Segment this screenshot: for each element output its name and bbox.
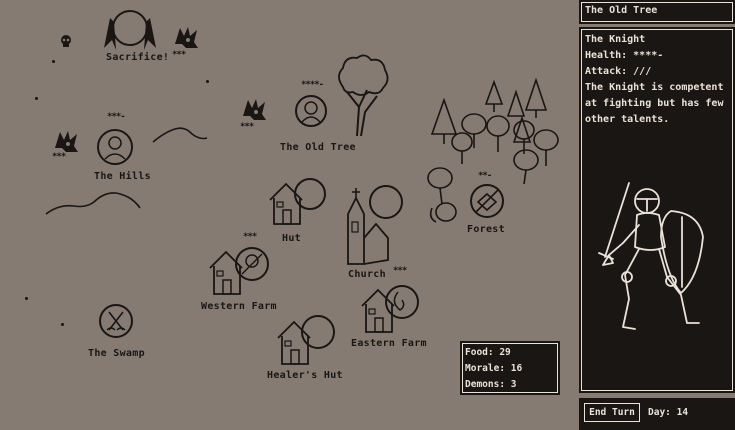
location-label-hills[interactable]: The Hills xyxy=(94,171,151,182)
location-label-hut[interactable]: Hut xyxy=(282,233,301,244)
hills-terrain xyxy=(152,127,208,143)
location-stars-western-farm: *** xyxy=(243,232,257,242)
hills-terrain xyxy=(45,192,141,215)
knight-token-icon[interactable] xyxy=(294,94,328,128)
end-turn-button[interactable]: End Turn xyxy=(584,403,640,422)
demon-icon[interactable] xyxy=(240,96,268,124)
map-dot xyxy=(25,297,28,300)
healers-hut-icon[interactable] xyxy=(274,312,338,368)
demon-stars: *** xyxy=(172,50,186,60)
location-stars-church: *** xyxy=(393,266,407,276)
location-stars-old-tree: ****- xyxy=(301,80,324,90)
location-stars-hills: ***- xyxy=(107,112,126,122)
map-dot xyxy=(35,97,38,100)
demon-stars: *** xyxy=(52,152,66,162)
demon-icon[interactable] xyxy=(172,24,200,52)
day-counter: Day: 14 xyxy=(648,407,689,418)
map-dot xyxy=(61,323,64,326)
demon-icon[interactable] xyxy=(52,128,80,156)
unit-description: The Knight is competent at fighting but … xyxy=(585,82,724,125)
map-dot xyxy=(206,80,209,83)
game-map[interactable]: Sacrifice! *** *** *** ****- The Old Tre… xyxy=(0,0,578,430)
demons-count: Demons: 3 xyxy=(465,379,517,390)
resources-panel: Food: 29 Morale: 16 Demons: 3 xyxy=(460,341,560,395)
hills-character-token-icon[interactable] xyxy=(96,128,134,166)
morale-count: Morale: 16 xyxy=(465,363,523,374)
sacrifice-altar-icon[interactable] xyxy=(102,8,158,56)
unit-health: Health: ****- xyxy=(585,50,664,61)
location-label-old-tree[interactable]: The Old Tree xyxy=(280,142,356,153)
church-icon[interactable] xyxy=(342,184,408,270)
forest-icon[interactable] xyxy=(426,78,566,228)
location-label-eastern-farm[interactable]: Eastern Farm xyxy=(351,338,427,349)
eastern-farm-icon[interactable] xyxy=(358,282,424,336)
food-count: Food: 29 xyxy=(465,347,511,358)
hut-icon[interactable] xyxy=(266,176,330,230)
location-label-forest[interactable]: Forest xyxy=(467,224,505,235)
forest-token-icon[interactable] xyxy=(468,182,506,220)
skull-icon[interactable] xyxy=(59,34,73,48)
western-farm-icon[interactable] xyxy=(206,244,272,298)
location-label-church[interactable]: Church xyxy=(348,269,386,280)
location-label-sacrifice[interactable]: Sacrifice! xyxy=(106,52,170,63)
demon-stars: *** xyxy=(240,122,254,132)
location-label-swamp[interactable]: The Swamp xyxy=(88,348,145,359)
knight-portrait xyxy=(598,182,704,330)
old-tree-icon[interactable] xyxy=(333,52,393,138)
location-title: The Old Tree xyxy=(585,5,658,16)
location-label-western-farm[interactable]: Western Farm xyxy=(201,301,277,312)
map-dot xyxy=(52,60,55,63)
location-title-panel: The Old Tree xyxy=(579,0,735,24)
location-stars-forest: **- xyxy=(478,171,492,181)
location-label-healers-hut[interactable]: Healer's Hut xyxy=(267,370,343,381)
swamp-icon[interactable] xyxy=(97,302,135,340)
unit-name: The Knight xyxy=(585,34,646,45)
unit-attack: Attack: /// xyxy=(585,66,652,77)
unit-info-panel: The Knight Health: ****- Attack: /// The… xyxy=(579,27,735,393)
